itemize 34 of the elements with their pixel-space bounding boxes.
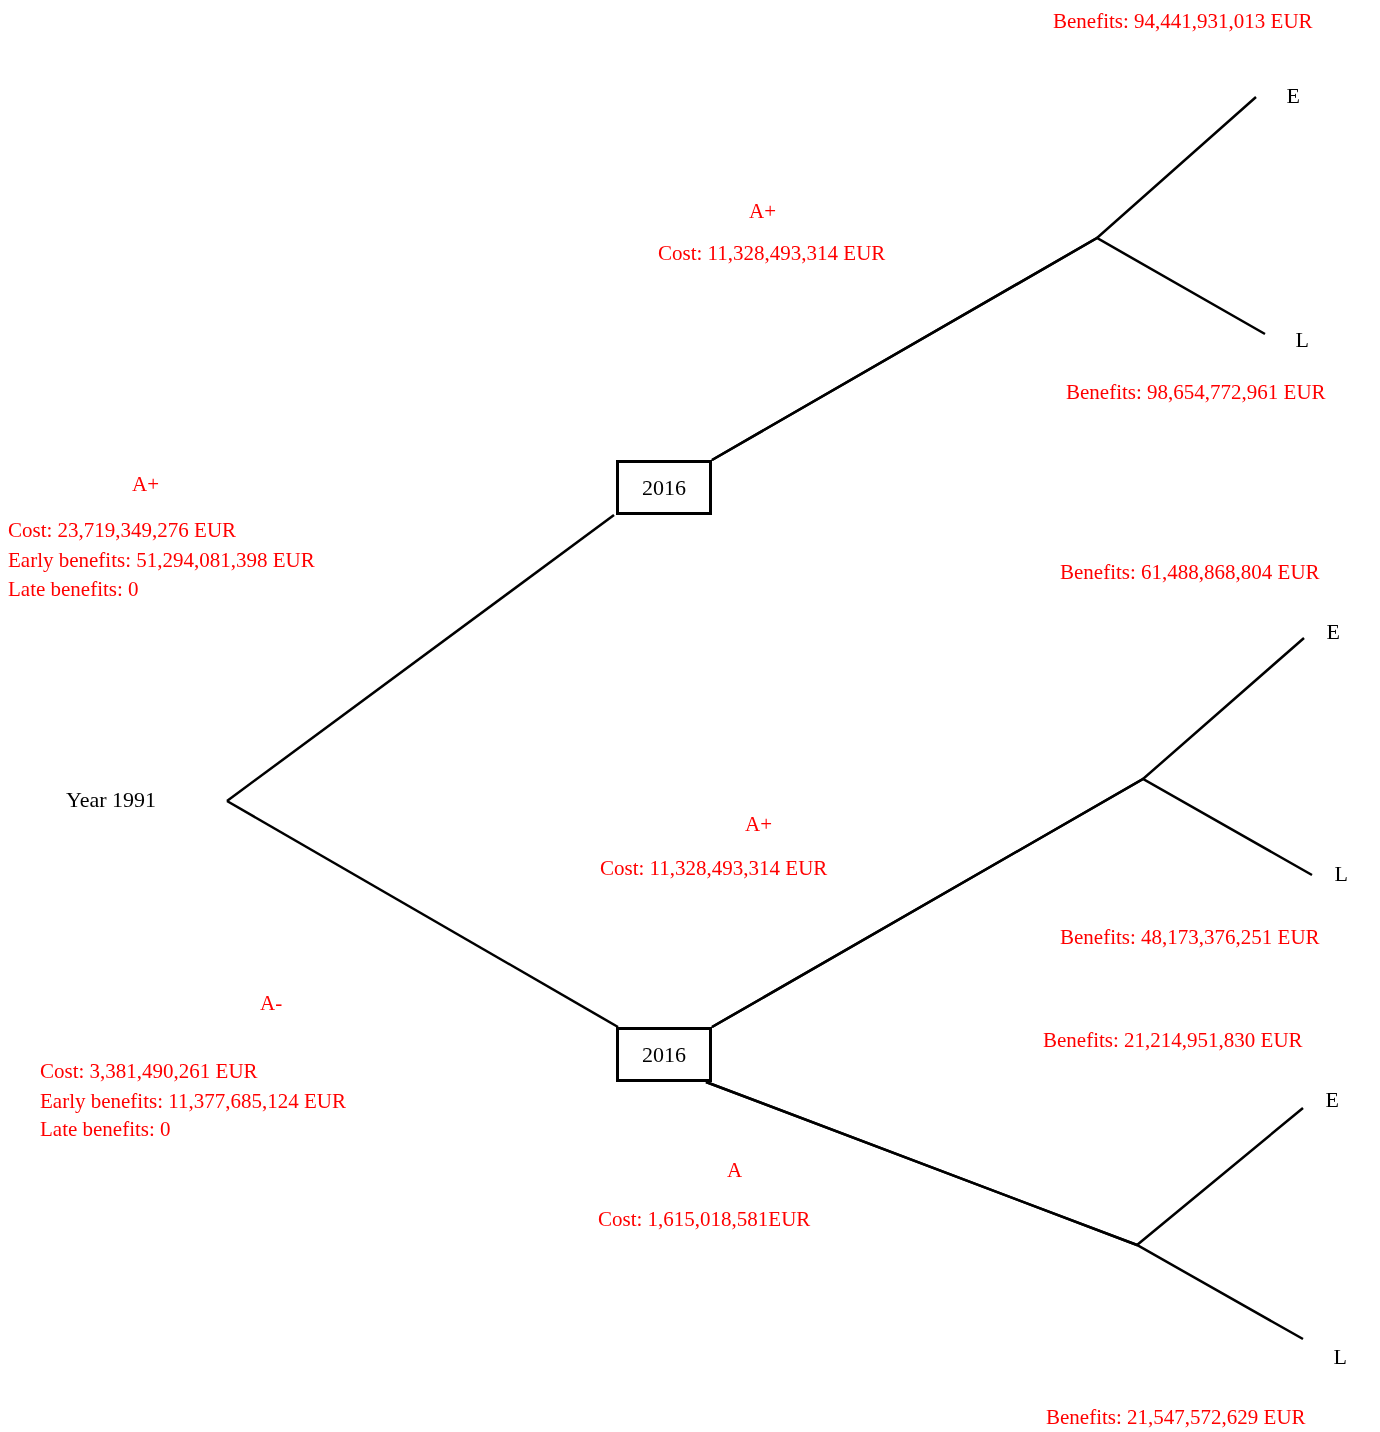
annotation-text: Benefits: 61,488,868,804 EUR: [1060, 559, 1320, 585]
outcome-label: E: [1256, 80, 1300, 110]
outcome-label: E: [1304, 616, 1340, 646]
annotation-text: Early benefits: 11,377,685,124 EUR: [40, 1088, 346, 1114]
branch-line: [711, 236, 1266, 462]
annotation-text: Cost: 23,719,349,276 EUR: [8, 517, 237, 543]
decision-box: 2016: [616, 460, 712, 515]
annotation-text: Cost: 1,615,018,581EUR: [598, 1206, 811, 1232]
annotation-text: Cost: 3,381,490,261 EUR: [40, 1058, 258, 1084]
annotation-text: Benefits: 21,214,951,830 EUR: [1043, 1027, 1303, 1053]
start-label: Year 1991: [66, 784, 227, 814]
annotation-text: Benefits: 94,441,931,013 EUR: [1053, 8, 1313, 34]
annotation-text: A-: [260, 990, 283, 1016]
annotation-text: Benefits: 98,654,772,961 EUR: [1066, 379, 1326, 405]
annotation-text: Early benefits: 51,294,081,398 EUR: [8, 547, 315, 573]
outcome-label: L: [1265, 324, 1309, 354]
outcome-label: L: [1312, 858, 1348, 888]
annotation-text: Cost: 11,328,493,314 EUR: [658, 240, 886, 266]
annotation-text: A+: [749, 198, 776, 224]
decision-box: 2016: [616, 1027, 712, 1082]
annotation-text: A+: [745, 811, 772, 837]
annotation-text: Benefits: 21,547,572,629 EUR: [1046, 1404, 1306, 1430]
branch-line: [705, 1080, 1304, 1341]
annotation-text: Late benefits: 0: [40, 1116, 171, 1142]
annotation-text: A+: [132, 471, 159, 497]
outcome-label: L: [1303, 1341, 1347, 1371]
branch-line: [711, 777, 1313, 1029]
annotation-text: A: [727, 1157, 743, 1183]
annotation-text: Benefits: 48,173,376,251 EUR: [1060, 924, 1320, 950]
branch-line: [226, 799, 619, 1029]
annotation-text: Late benefits: 0: [8, 576, 139, 602]
outcome-label: E: [1303, 1084, 1339, 1114]
annotation-text: Cost: 11,328,493,314 EUR: [600, 855, 828, 881]
branch-line: [226, 514, 615, 802]
